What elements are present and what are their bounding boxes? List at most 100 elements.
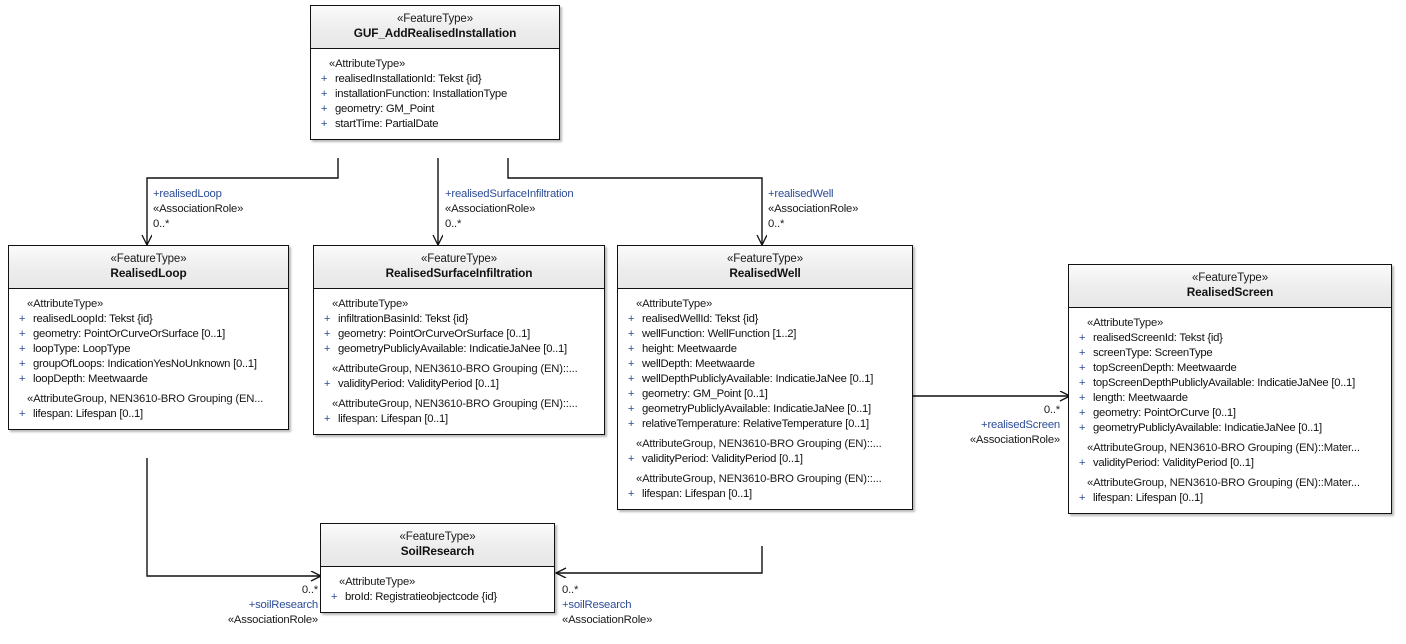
class-header: «FeatureType» GUF_AddRealisedInstallatio… — [311, 6, 559, 50]
class-body: «AttributeType» + realisedScreenId: Teks… — [1069, 308, 1391, 513]
attribute-group-label: «AttributeGroup, NEN3610-BRO Grouping (E… — [1087, 441, 1360, 454]
attribute-text: lifespan: Lifespan [0..1] — [338, 412, 448, 425]
attribute-group-label: «AttributeGroup, NEN3610-BRO Grouping (E… — [332, 397, 578, 410]
attribute-row: + realisedScreenId: Tekst {id} — [1071, 330, 1389, 345]
attribute-row: + infiltrationBasinId: Tekst {id} — [316, 311, 602, 326]
association-multiplicity: 0..* — [445, 217, 462, 230]
visibility-marker: + — [627, 402, 635, 415]
attribute-text: groupOfLoops: IndicationYesNoUnknown [0.… — [33, 357, 257, 370]
visibility-marker: + — [323, 327, 331, 340]
class-name: GUF_AddRealisedInstallation — [353, 26, 517, 41]
attribute-row: + relativeTemperature: RelativeTemperatu… — [620, 416, 910, 431]
attribute-row: + topScreenDepthPubliclyAvailable: Indic… — [1071, 375, 1389, 390]
class-box-realisedscreen[interactable]: «FeatureType» RealisedScreen «AttributeT… — [1068, 264, 1392, 515]
class-stereotype: «FeatureType» — [1191, 272, 1269, 284]
association-label-realised-screen: 0..* +realisedScreen «AssociationRole» — [918, 403, 1060, 448]
class-box-soilresearch[interactable]: «FeatureType» SoilResearch «AttributeTyp… — [320, 523, 555, 614]
association-label-soil-research-loop: 0..* +soilResearch «AssociationRole» — [170, 583, 318, 628]
attribute-row: + lifespan: Lifespan [0..1] — [1071, 490, 1389, 505]
attribute-text: topScreenDepth: Meetwaarde — [1093, 361, 1237, 374]
association-label-soil-research-well: 0..* +soilResearch «AssociationRole» — [562, 583, 652, 628]
visibility-marker: + — [320, 117, 328, 130]
connector-realised-well — [507, 158, 762, 245]
attribute-row: + screenType: ScreenType — [1071, 345, 1389, 360]
attribute-row: + validityPeriod: ValidityPeriod [0..1] — [1071, 455, 1389, 470]
class-box-realisedsurfaceinfiltration[interactable]: «FeatureType» RealisedSurfaceInfiltratio… — [313, 245, 605, 436]
class-body: «AttributeType» + realisedLoopId: Tekst … — [9, 289, 288, 429]
association-label-realised-loop: +realisedLoop «AssociationRole» 0..* — [153, 187, 243, 232]
attribute-text: loopType: LoopType — [33, 342, 131, 355]
class-stereotype: «FeatureType» — [110, 253, 187, 265]
attribute-text: lifespan: Lifespan [0..1] — [33, 407, 143, 420]
visibility-marker: + — [1078, 491, 1086, 504]
attribute-text: geometry: PointOrCurveOrSurface [0..1] — [338, 327, 531, 340]
visibility-marker: + — [323, 342, 331, 355]
visibility-marker: + — [627, 312, 635, 325]
visibility-marker: + — [627, 372, 635, 385]
visibility-marker: + — [627, 487, 635, 500]
attribute-text: validityPeriod: ValidityPeriod [0..1] — [642, 452, 803, 465]
visibility-marker: + — [627, 387, 635, 400]
attribute-group-label: «AttributeType» — [1087, 316, 1164, 329]
association-stereotype: «AssociationRole» — [153, 202, 244, 215]
class-stereotype: «FeatureType» — [726, 253, 804, 265]
association-multiplicity: 0..* — [153, 217, 170, 230]
attribute-text: geometry: PointOrCurveOrSurface [0..1] — [33, 327, 226, 340]
association-multiplicity: 0..* — [301, 584, 318, 596]
class-name: RealisedLoop — [110, 266, 187, 281]
class-name: SoilResearch — [400, 544, 475, 559]
attribute-row: + lifespan: Lifespan [0..1] — [11, 406, 286, 421]
class-body: «AttributeType» + realisedWellId: Tekst … — [618, 289, 912, 509]
attribute-text: topScreenDepthPubliclyAvailable: Indicat… — [1093, 376, 1355, 389]
class-stereotype: «FeatureType» — [420, 253, 498, 265]
class-box-realisedloop[interactable]: «FeatureType» RealisedLoop «AttributeTyp… — [8, 245, 289, 431]
visibility-marker: + — [1078, 346, 1086, 359]
class-name: RealisedSurfaceInfiltration — [385, 266, 533, 281]
attribute-text: wellDepth: Meetwaarde — [642, 357, 755, 370]
association-role-name: +soilResearch — [248, 598, 318, 611]
attribute-row: + validityPeriod: ValidityPeriod [0..1] — [620, 451, 910, 466]
attribute-text: geometryPubliclyAvailable: IndicatieJaNe… — [1093, 421, 1322, 434]
visibility-marker: + — [320, 87, 328, 100]
visibility-marker: + — [627, 327, 635, 340]
association-role-name: +realisedWell — [768, 188, 834, 200]
visibility-marker: + — [18, 312, 26, 325]
attribute-text: installationFunction: InstallationType — [335, 87, 507, 100]
class-header: «FeatureType» RealisedScreen — [1069, 265, 1391, 309]
attribute-row: + topScreenDepth: Meetwaarde — [1071, 360, 1389, 375]
class-box-realisedwell[interactable]: «FeatureType» RealisedWell «AttributeTyp… — [617, 245, 913, 511]
attribute-row: + lifespan: Lifespan [0..1] — [620, 486, 910, 501]
class-box-guf-addrealisedinstallation[interactable]: «FeatureType» GUF_AddRealisedInstallatio… — [310, 5, 560, 141]
attribute-row: + loopType: LoopType — [11, 341, 286, 356]
attribute-row: + realisedInstallationId: Tekst {id} — [313, 71, 557, 86]
attribute-group-label: «AttributeType» — [332, 297, 409, 310]
association-role-name: +realisedScreen — [981, 418, 1060, 431]
class-header: «FeatureType» RealisedLoop — [9, 246, 288, 290]
visibility-marker: + — [323, 412, 331, 425]
class-stereotype: «FeatureType» — [396, 13, 474, 25]
attribute-row: + length: Meetwaarde — [1071, 390, 1389, 405]
attribute-group-label: «AttributeType» — [339, 575, 416, 588]
association-role-name: +realisedLoop — [153, 188, 222, 200]
attribute-row: + geometry: GM_Point [0..1] — [620, 386, 910, 401]
attribute-row: + geometry: GM_Point — [313, 101, 557, 116]
association-label-realised-well: +realisedWell «AssociationRole» 0..* — [768, 187, 858, 232]
class-name: RealisedScreen — [1186, 285, 1274, 300]
class-name: RealisedWell — [729, 266, 801, 281]
attribute-row: + realisedLoopId: Tekst {id} — [11, 311, 286, 326]
attribute-row: + geometryPubliclyAvailable: IndicatieJa… — [316, 341, 602, 356]
attribute-text: validityPeriod: ValidityPeriod [0..1] — [338, 377, 499, 390]
association-label-realised-surface-infiltration: +realisedSurfaceInfiltration «Associatio… — [445, 187, 574, 232]
attribute-text: geometry: PointOrCurve [0..1] — [1093, 406, 1236, 419]
visibility-marker: + — [1078, 361, 1086, 374]
association-role-name: +soilResearch — [562, 598, 632, 611]
attribute-text: broId: Registratieobjectcode {id} — [345, 590, 497, 603]
attribute-row: + wellFunction: WellFunction [1..2] — [620, 326, 910, 341]
visibility-marker: + — [1078, 376, 1086, 389]
visibility-marker: + — [18, 357, 26, 370]
attribute-row: + broId: Registratieobjectcode {id} — [323, 589, 552, 604]
attribute-text: lifespan: Lifespan [0..1] — [1093, 491, 1203, 504]
attribute-row: + wellDepthPubliclyAvailable: IndicatieJ… — [620, 371, 910, 386]
visibility-marker: + — [323, 377, 331, 390]
